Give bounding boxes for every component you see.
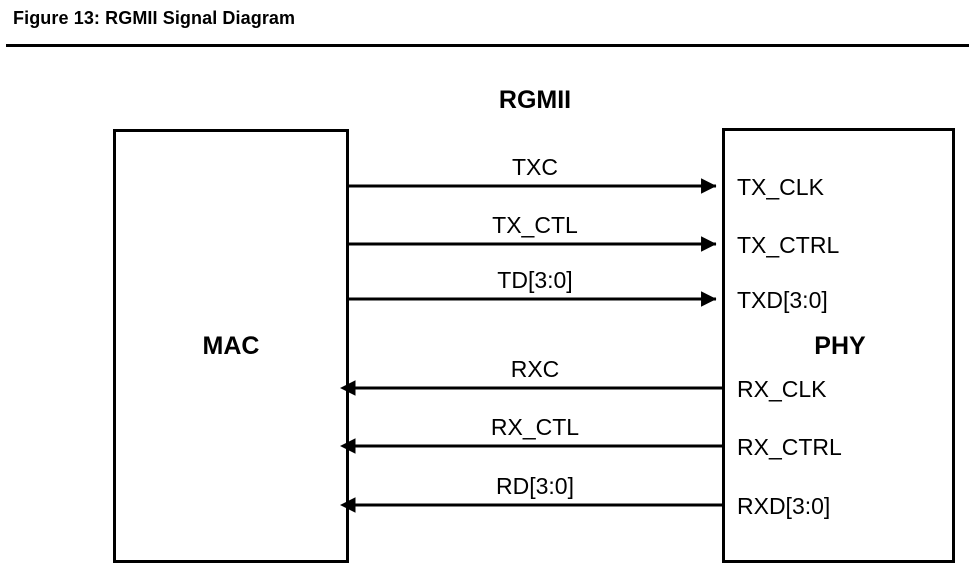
signal-label-txc: TXC xyxy=(512,154,558,180)
figure-caption: Figure 13: RGMII Signal Diagram xyxy=(13,8,296,28)
port-label-tx-clk: TX_CLK xyxy=(737,174,825,200)
signal-row-rd: RD[3:0] RXD[3:0] xyxy=(340,473,830,519)
bus-title: RGMII xyxy=(499,86,571,114)
signal-label-rd: RD[3:0] xyxy=(496,473,574,499)
signal-row-txc: TXC TX_CLK xyxy=(348,154,825,200)
port-label-rx-ctrl: RX_CTRL xyxy=(737,434,842,460)
port-label-tx-ctrl: TX_CTRL xyxy=(737,232,839,258)
port-label-rxd: RXD[3:0] xyxy=(737,493,830,519)
phy-block-label: PHY xyxy=(814,332,866,360)
port-label-rx-clk: RX_CLK xyxy=(737,376,827,402)
figure-divider-rule xyxy=(6,44,969,47)
mac-block xyxy=(113,129,349,563)
signal-row-rx-ctl: RX_CTL RX_CTRL xyxy=(340,414,842,460)
figure-header: Figure 13: RGMII Signal Diagram xyxy=(0,0,975,48)
signal-label-rxc: RXC xyxy=(511,356,560,382)
signal-row-rxc: RXC RX_CLK xyxy=(340,356,827,402)
signal-row-tx-ctl: TX_CTL TX_CTRL xyxy=(348,212,839,258)
rgmii-signal-diagram: RGMII MAC PHY TXC TX_CLK TX_CTL TX_CTRL … xyxy=(0,48,975,577)
phy-block xyxy=(722,128,955,563)
mac-block-label: MAC xyxy=(203,332,260,360)
signal-row-td: TD[3:0] TXD[3:0] xyxy=(348,267,828,313)
port-label-txd: TXD[3:0] xyxy=(737,287,828,313)
signal-label-tx-ctl: TX_CTL xyxy=(492,212,578,238)
signal-label-td: TD[3:0] xyxy=(497,267,572,293)
signal-label-rx-ctl: RX_CTL xyxy=(491,414,579,440)
